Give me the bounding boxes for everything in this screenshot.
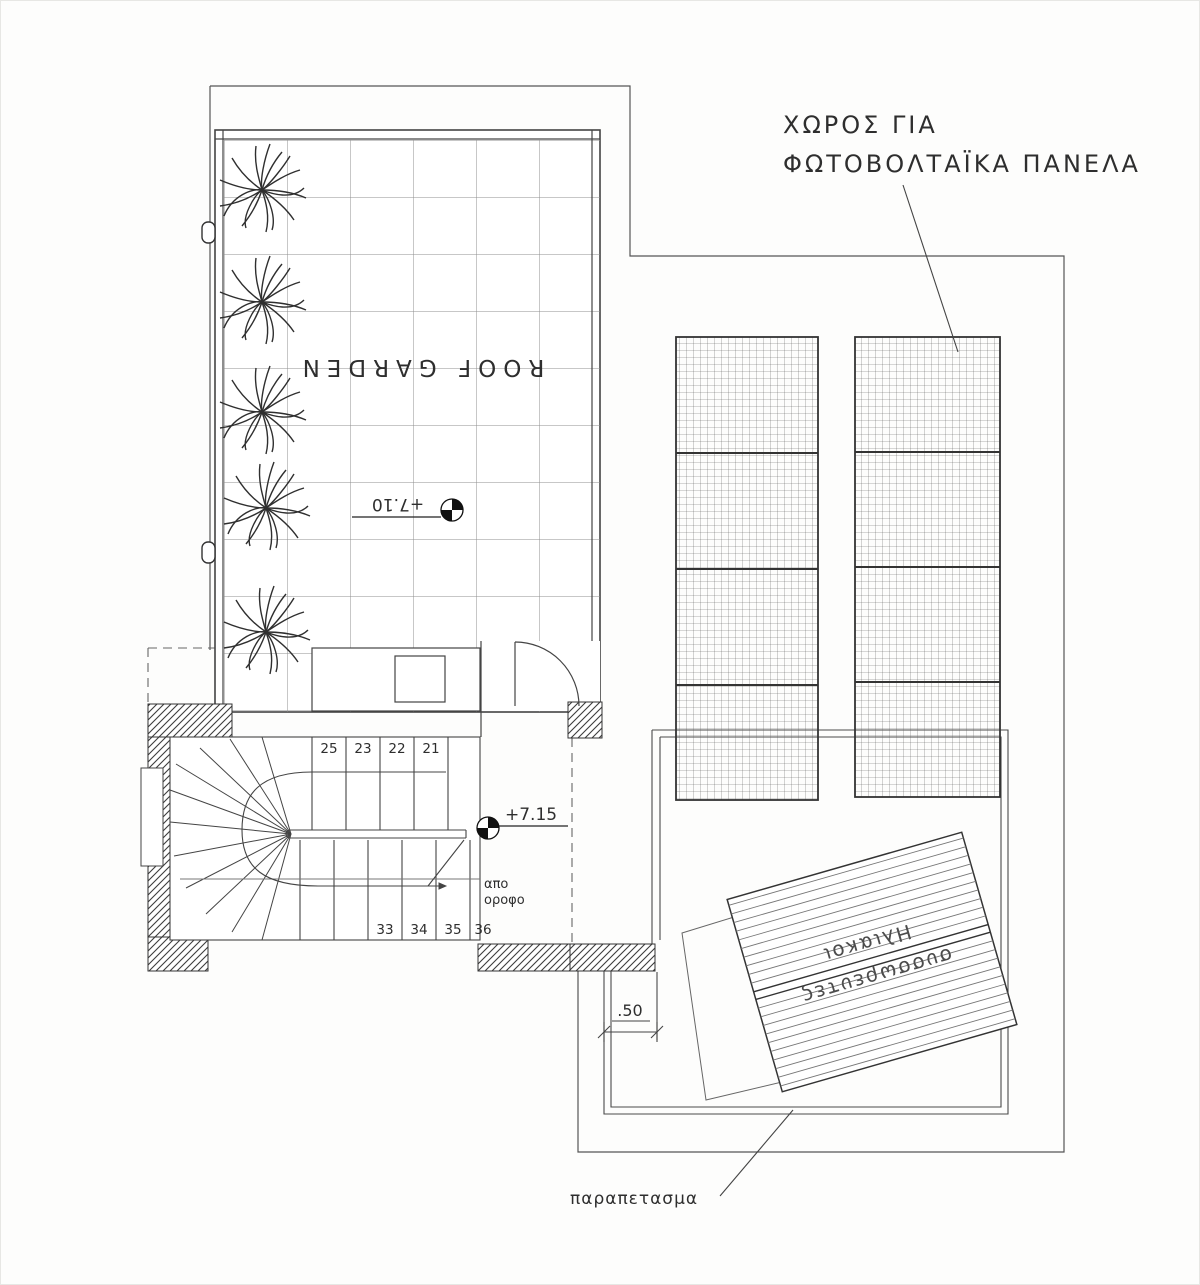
dimension-50: .50	[597, 1001, 664, 1042]
wall-bottom-right	[569, 943, 656, 972]
level-marker-roof-garden: +7.10	[352, 494, 464, 522]
stair-number: 33	[376, 922, 393, 938]
stair-number: 23	[354, 741, 371, 757]
level-marker-stair-landing: +7.15	[476, 805, 568, 840]
door	[514, 641, 580, 707]
stair-upper-treads	[311, 737, 449, 830]
downspout-icon	[201, 541, 216, 564]
wall-bottom-mid	[477, 943, 571, 972]
stair-number: 34	[410, 922, 427, 938]
wall-door-side	[567, 701, 603, 739]
level-mark-icon	[440, 498, 464, 522]
pv-area-annotation: ΧΩΡΟΣ ΓΙΑ ΦΩΤΟΒΟΛΤΑΪΚΑ ΠΑΝΕΛΑ	[783, 111, 1141, 353]
roof-object-small	[394, 655, 446, 703]
parapet-label: παραπετασμα	[570, 1189, 698, 1209]
stair-direction-arrow	[241, 771, 448, 890]
pv-panel-column-right	[854, 336, 1001, 798]
stair-number: 35	[444, 922, 461, 938]
level-value-roof-garden: +7.10	[372, 494, 424, 514]
level-value-stair-landing: +7.15	[505, 805, 557, 825]
roof-garden-grid	[224, 140, 600, 712]
pv-area-label-line2: ΦΩΤΟΒΟΛΤΑΪΚΑ ΠΑΝΕΛΑ	[783, 149, 1141, 178]
pv-area-label-line1: ΧΩΡΟΣ ΓΙΑ	[783, 111, 938, 139]
stair-number: 25	[320, 741, 337, 757]
parapet-leader-line	[719, 1109, 794, 1197]
stair-number: 36	[474, 922, 491, 938]
pv-area-leader-line	[902, 184, 959, 353]
door-swing-arc	[514, 641, 580, 707]
roof-garden	[214, 129, 601, 713]
solar-collectors: Ηλιακοι συσσωρευτες	[726, 831, 1018, 1093]
stair-number: 21	[422, 741, 439, 757]
roof-garden-label: ROOF GARDEN	[296, 354, 545, 380]
solar-collector-stripes	[728, 837, 1016, 1087]
staircase	[169, 736, 481, 941]
dimension-value: .50	[617, 1001, 642, 1020]
from-floor-line1: απο	[484, 877, 508, 892]
downspouts	[201, 221, 216, 564]
doorway-opening	[481, 641, 600, 711]
parapet-annotation: παραπετασμα	[570, 1109, 794, 1209]
stair-break-line	[427, 839, 465, 887]
stair-window	[140, 767, 164, 867]
from-floor-note: απο οροφο	[484, 877, 525, 908]
stair-lower-treads	[299, 840, 471, 940]
pv-panel-column-left	[675, 336, 819, 801]
roof-objects	[311, 647, 481, 712]
downspout-icon	[201, 221, 216, 244]
from-floor-line2: οροφο	[484, 893, 525, 908]
stair-winder-fan	[169, 736, 292, 941]
stair-number: 22	[388, 741, 405, 757]
stair-numbers: 25 23 22 21 33 34 35 36	[320, 741, 491, 938]
level-mark-icon	[476, 816, 500, 840]
pv-panels	[675, 336, 1001, 801]
wall-bottom-left	[147, 936, 209, 972]
wall-top-left	[147, 703, 233, 738]
solar-collector-outline	[726, 831, 1018, 1093]
